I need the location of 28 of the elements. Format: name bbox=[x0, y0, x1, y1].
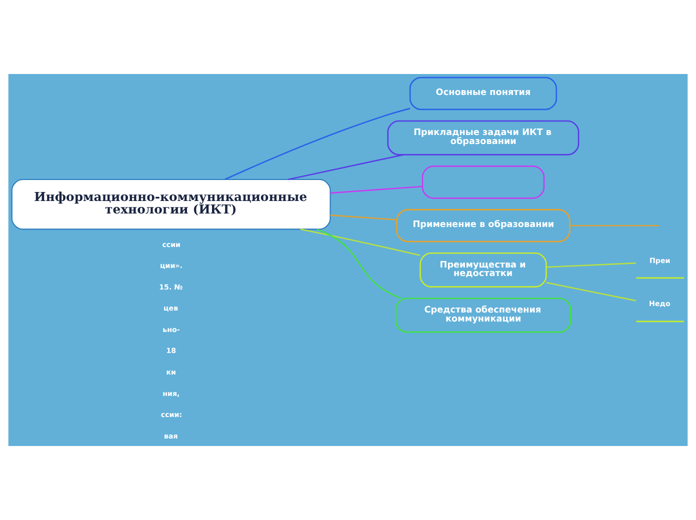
connector bbox=[288, 154, 404, 180]
label: ьно- bbox=[162, 324, 180, 334]
connector bbox=[317, 228, 401, 299]
connector bbox=[546, 282, 636, 302]
node-box: Основные понятия bbox=[409, 76, 558, 110]
connector bbox=[330, 186, 422, 194]
node-text: Недо bbox=[649, 299, 670, 308]
label: вая bbox=[164, 431, 178, 440]
label: ссии bbox=[162, 240, 181, 249]
connector bbox=[330, 214, 397, 220]
node-box: Информационно-коммуникационные технологии (ИКТ) bbox=[11, 179, 331, 230]
connector bbox=[546, 262, 636, 268]
label: 18 bbox=[166, 346, 176, 356]
node-box: Средства обеспечения коммуникации bbox=[395, 298, 572, 333]
connector bbox=[570, 224, 660, 226]
label: ции». bbox=[160, 261, 182, 270]
label: ссии: bbox=[160, 410, 182, 420]
label: 15. № bbox=[159, 282, 183, 292]
connector bbox=[300, 228, 420, 256]
node-box: Преимущества и недостатки bbox=[420, 252, 547, 288]
connector bbox=[224, 108, 410, 180]
label: цев bbox=[164, 304, 178, 313]
node-box bbox=[422, 166, 545, 199]
label: ки bbox=[166, 368, 176, 377]
label: ния, bbox=[162, 388, 180, 398]
node-box: Применение в образовании bbox=[396, 209, 570, 242]
node-text: Преи bbox=[650, 256, 670, 265]
node-box: Прикладные задачи ИКТ в образовании bbox=[387, 120, 580, 156]
